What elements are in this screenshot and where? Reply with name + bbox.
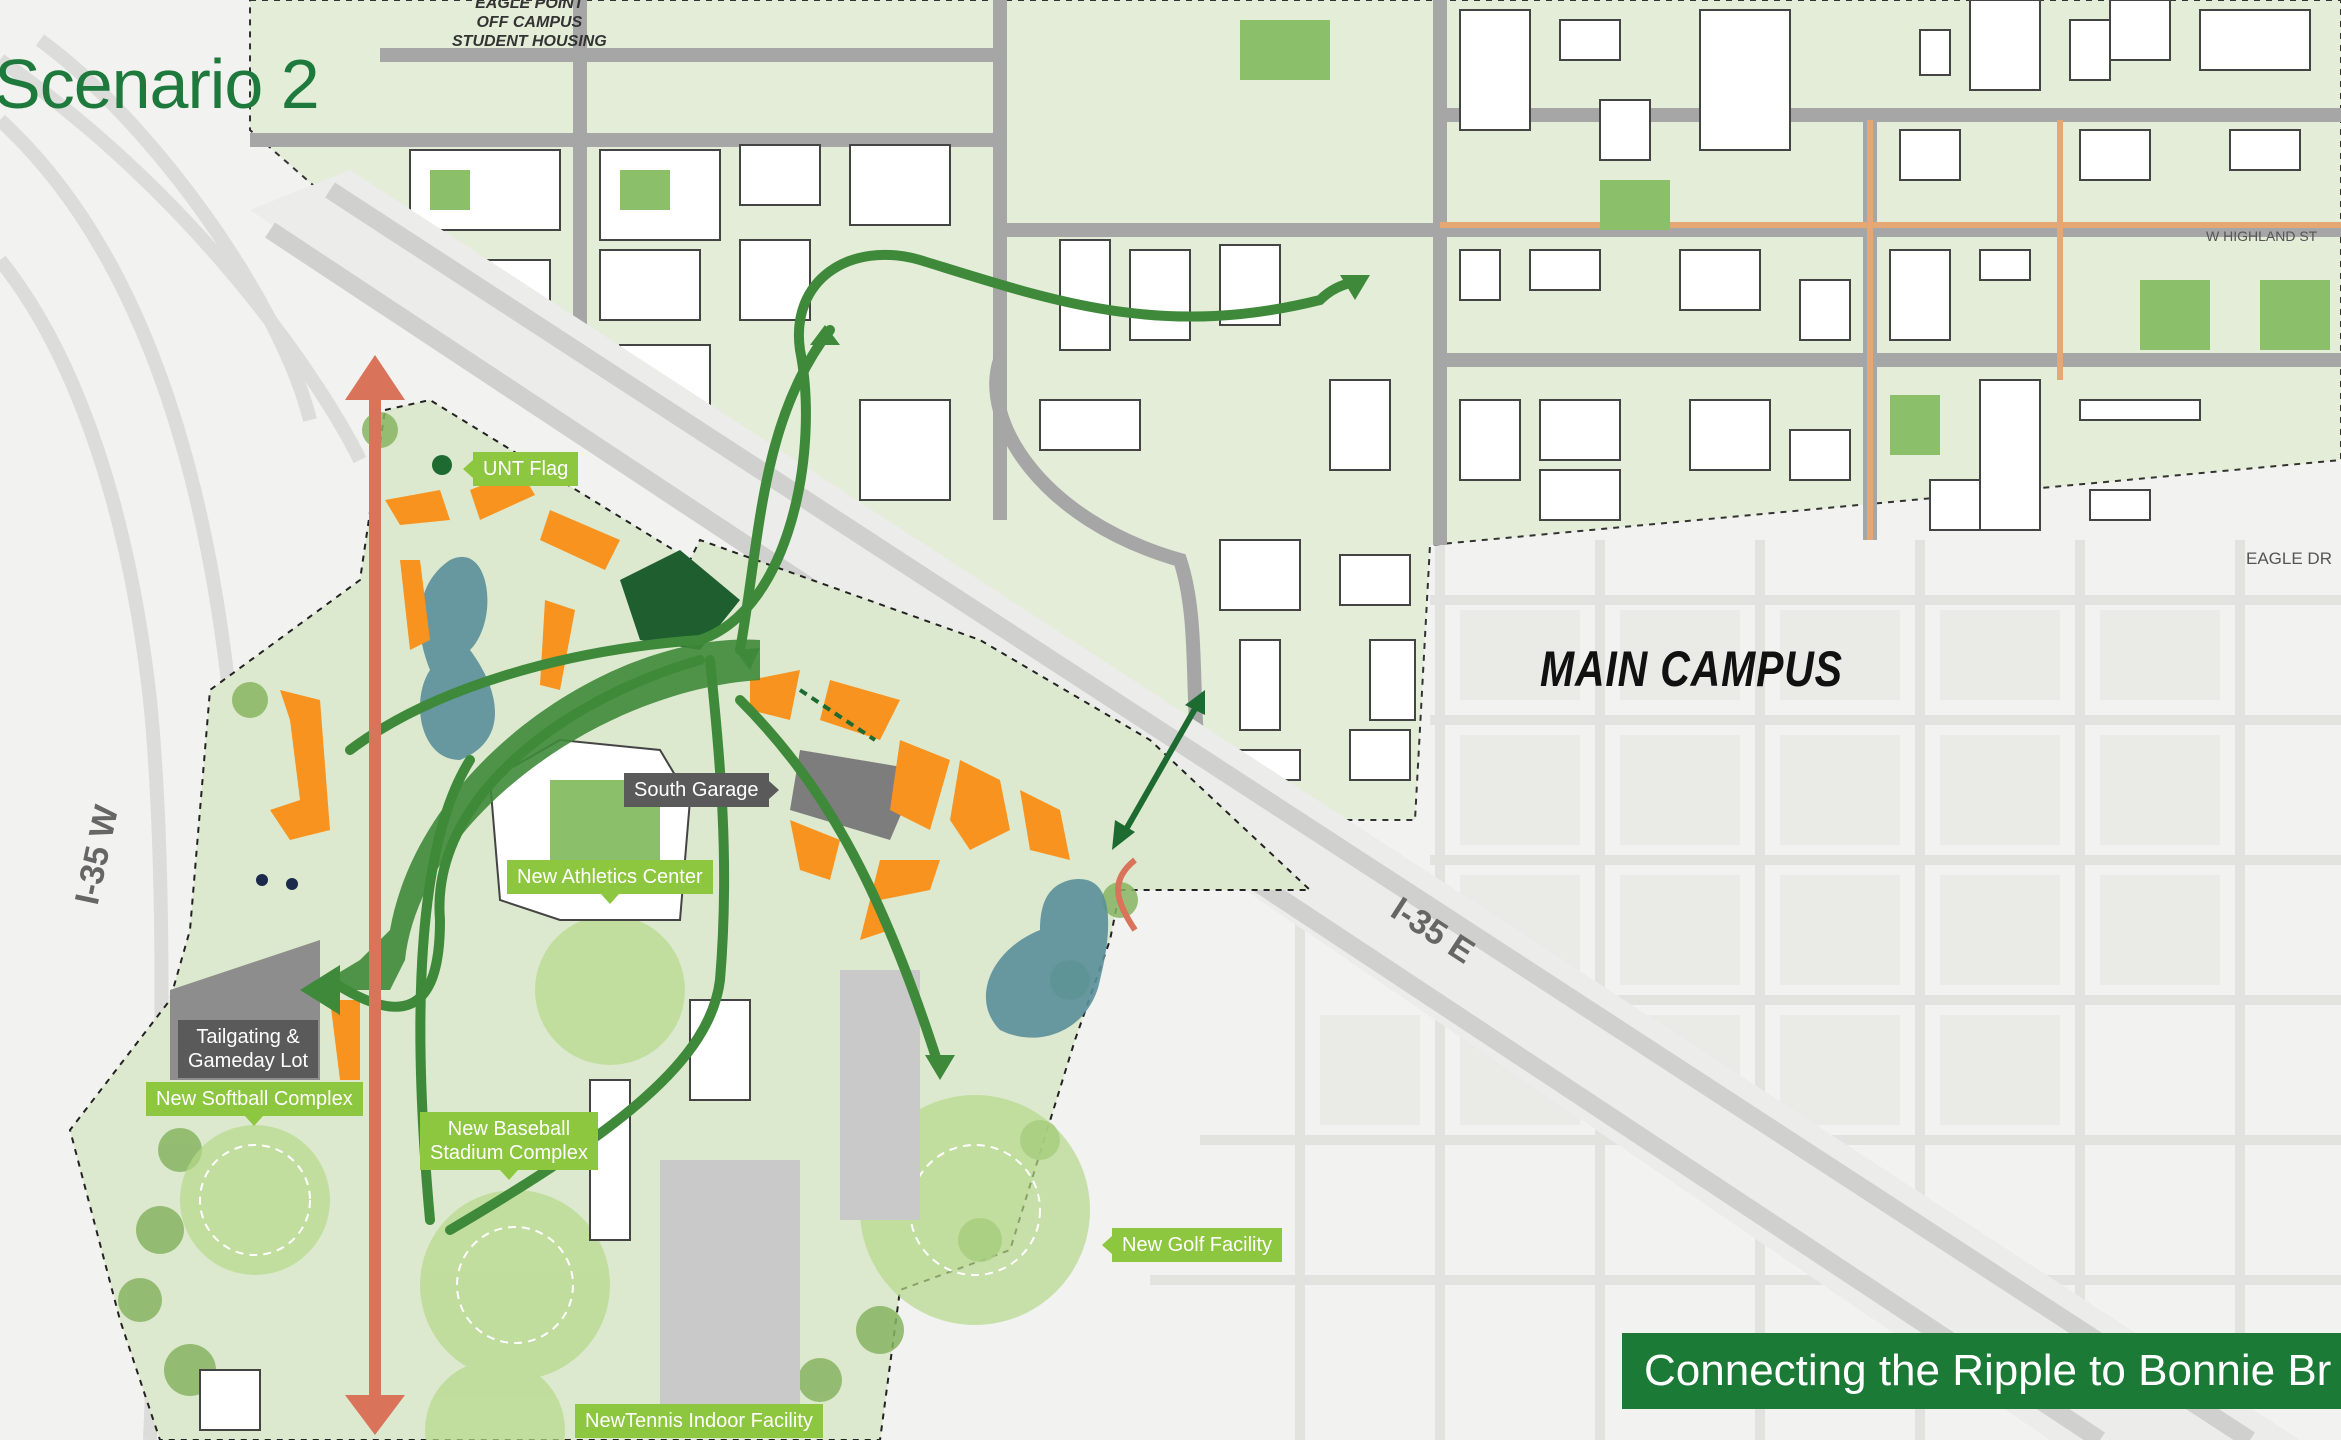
main-campus-label: MAIN CAMPUS [1540, 641, 1843, 697]
ponds [419, 556, 1109, 1038]
unt-flag-callout: UNT Flag [463, 452, 579, 486]
section-banner: Connecting the Ripple to Bonnie Br [1622, 1333, 2341, 1409]
unt-flag-label: UNT Flag [483, 458, 569, 480]
bridge-arrowheads [1112, 690, 1205, 850]
baseball-label-line-1: New Baseball [447, 1118, 571, 1140]
athletics-center-label: New Athletics Center [517, 866, 703, 888]
highland-label: W HIGHLAND ST [2206, 228, 2318, 244]
unt-flag-marker [432, 455, 452, 475]
tennis-label: NewTennis Indoor Facility [585, 1410, 813, 1432]
tailgating-label-line-2: Gameday Lot [188, 1050, 309, 1072]
corridor-arrow-thick [310, 639, 760, 990]
tennis-callout: NewTennis Indoor Facility [575, 1404, 823, 1438]
new-academic-building [620, 550, 740, 650]
facility-circles [180, 915, 1090, 1440]
page-title: Scenario 2 [0, 45, 320, 123]
golf-label: New Golf Facility [1122, 1234, 1273, 1256]
athletics-center-callout: New Athletics Center [507, 860, 713, 904]
eagle-dr-label: EAGLE DR [2246, 549, 2332, 568]
campus-roads [250, 0, 2341, 762]
parking-lots [170, 750, 920, 1420]
housing-label-line-2: OFF CAMPUS [476, 14, 583, 31]
arrowheads [300, 275, 1370, 1080]
bridge-link [1117, 698, 1203, 842]
housing-label-line-1: EAGLE POINT [475, 0, 584, 12]
campus-courtyards [430, 20, 2330, 455]
bridge-crossing [1115, 857, 1138, 932]
housing-label-line-3: STUDENT HOUSING [452, 33, 607, 50]
south-garage-label: South Garage [634, 779, 759, 801]
student-housing-label: EAGLE POINT OFF CAMPUS STUDENT HOUSING [452, 0, 607, 51]
baseball-label-line-2: Stadium Complex [430, 1142, 588, 1164]
red-corridor [345, 355, 405, 1435]
baseball-callout: New Baseball Stadium Complex [420, 1112, 598, 1180]
softball-label: New Softball Complex [156, 1088, 353, 1110]
softball-callout: New Softball Complex [146, 1082, 363, 1126]
campus-orange-streets [1440, 120, 2341, 540]
tailgating-label-line-1: Tailgating & [196, 1026, 300, 1048]
garage-link [798, 688, 877, 742]
golf-callout: New Golf Facility [1102, 1228, 1283, 1262]
tailgating-callout: Tailgating & Gameday Lot [178, 1020, 319, 1078]
blue-markers [256, 874, 298, 890]
south-garage-callout: South Garage [624, 773, 779, 807]
